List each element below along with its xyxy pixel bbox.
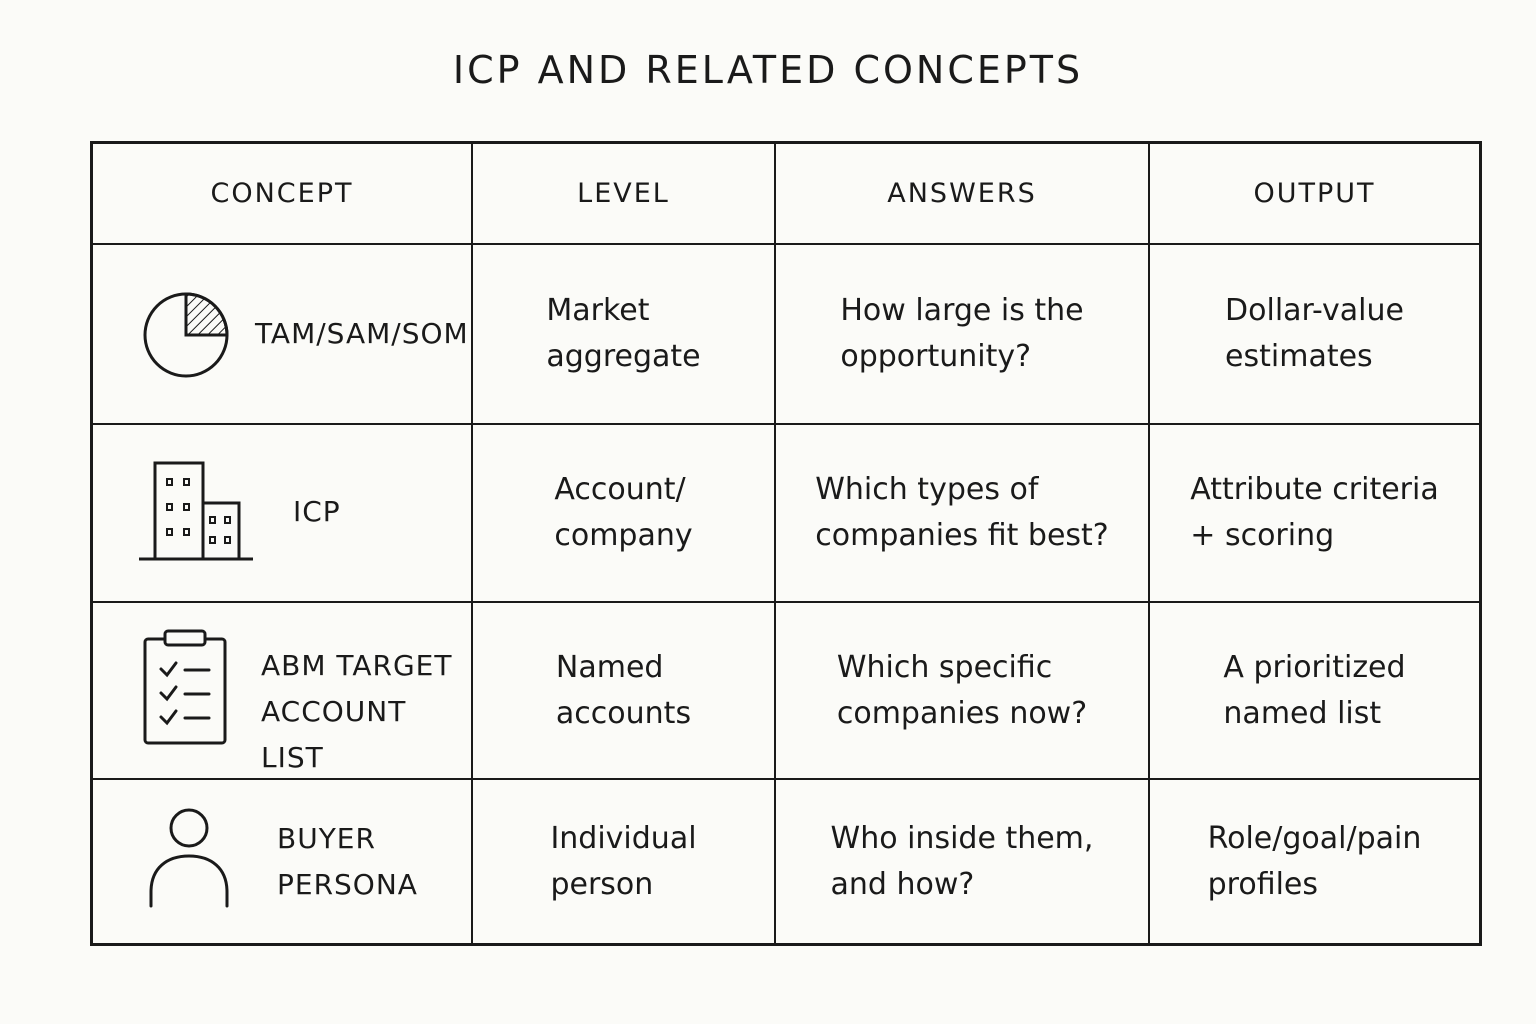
output-text: Dollar-value estimates bbox=[1225, 293, 1404, 374]
output-cell: Attribute criteria + scoring bbox=[1150, 425, 1479, 603]
header-concept: CONCEPT bbox=[93, 144, 473, 245]
level-cell: Named accounts bbox=[473, 603, 776, 780]
header-output: OUTPUT bbox=[1150, 144, 1479, 245]
concept-cell-tam-sam-som: TAM/SAM/SOM bbox=[93, 245, 473, 425]
level-cell: Market aggregate bbox=[473, 245, 776, 425]
answers-cell: Which types of companies fit best? bbox=[776, 425, 1150, 603]
person-icon bbox=[147, 808, 231, 910]
output-text: Attribute criteria + scoring bbox=[1190, 472, 1439, 553]
concept-cell-buyer-persona: BUYER PERSONA bbox=[93, 780, 473, 943]
level-cell: Account/ company bbox=[473, 425, 776, 603]
level-text: Market aggregate bbox=[546, 293, 701, 374]
output-cell: Dollar-value estimates bbox=[1150, 245, 1479, 425]
answers-cell: Who inside them, and how? bbox=[776, 780, 1150, 943]
answers-cell: How large is the opportunity? bbox=[776, 245, 1150, 425]
answers-cell: Which specific companies now? bbox=[776, 603, 1150, 780]
level-text: Account/ company bbox=[554, 472, 693, 553]
answers-text: How large is the opportunity? bbox=[840, 293, 1084, 374]
concept-cell-abm-target-account-list: ABM TARGET ACCOUNT LIST bbox=[93, 603, 473, 780]
concept-label: ABM TARGET ACCOUNT LIST bbox=[261, 649, 453, 774]
answers-text: Who inside them, and how? bbox=[830, 820, 1094, 902]
output-cell: Role/goal/pain profiles bbox=[1150, 780, 1479, 943]
header-level: LEVEL bbox=[473, 144, 776, 245]
output-text: Role/goal/pain profiles bbox=[1207, 820, 1422, 902]
concept-cell-icp: ICP bbox=[93, 425, 473, 603]
pie-chart-icon bbox=[143, 290, 233, 380]
header-answers: ANSWERS bbox=[776, 144, 1150, 245]
buildings-icon bbox=[137, 459, 255, 563]
diagram-title: ICP AND RELATED CONCEPTS bbox=[452, 48, 1084, 92]
concept-label: BUYER PERSONA bbox=[277, 822, 418, 901]
concept-label: TAM/SAM/SOM bbox=[255, 317, 469, 350]
concept-table: CONCEPT LEVEL ANSWERS OUTPUT TAM/SAM/SOM… bbox=[90, 141, 1482, 946]
answers-text: Which specific companies now? bbox=[836, 649, 1088, 731]
concept-label: ICP bbox=[293, 495, 341, 528]
level-cell: Individual person bbox=[473, 780, 776, 943]
output-text: A prioritized named list bbox=[1223, 649, 1406, 731]
output-cell: A prioritized named list bbox=[1150, 603, 1479, 780]
level-text: Individual person bbox=[550, 820, 697, 902]
clipboard-checklist-icon bbox=[143, 629, 229, 747]
answers-text: Which types of companies fit best? bbox=[815, 472, 1109, 553]
level-text: Named accounts bbox=[555, 649, 692, 731]
